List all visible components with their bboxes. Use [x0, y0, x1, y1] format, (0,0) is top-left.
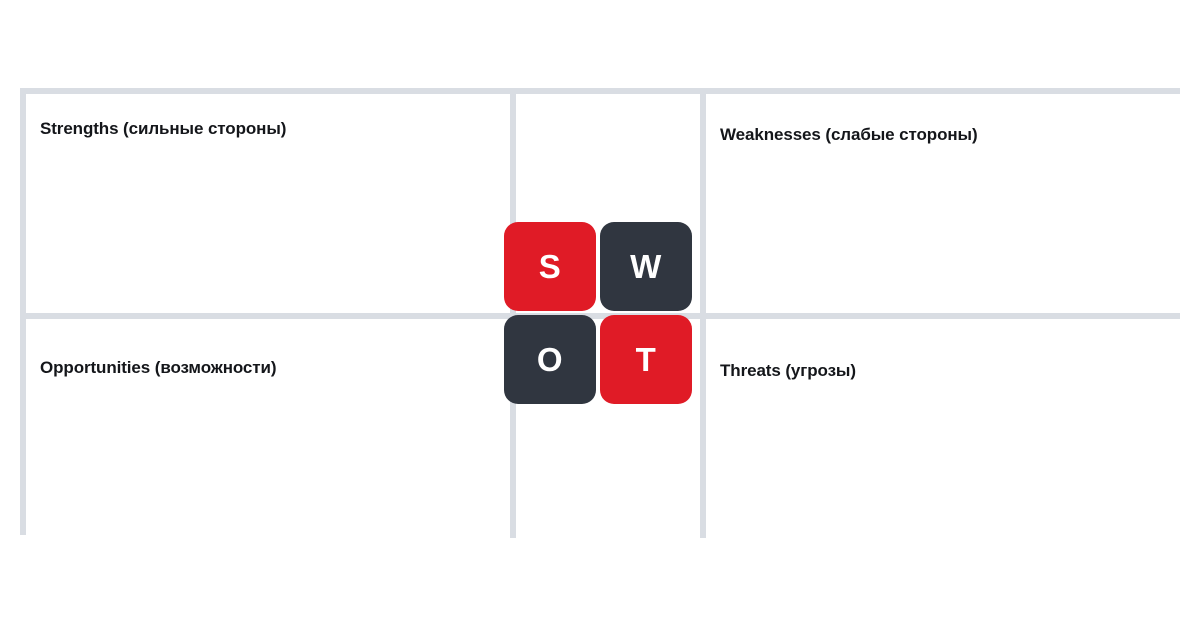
grid-cross-right: [700, 313, 706, 319]
swot-letter-tiles: S W O T: [504, 222, 692, 404]
quadrant-weaknesses[interactable]: Weaknesses (слабые стороны): [706, 94, 1180, 313]
grid-divider-vertical-right-lower: [700, 319, 706, 538]
letter-tile-o[interactable]: O: [504, 315, 596, 404]
quadrant-label-opportunities: Opportunities (возможности): [40, 358, 277, 377]
letter-tile-w[interactable]: W: [600, 222, 692, 311]
grid-divider-horizontal-right: [706, 313, 1180, 319]
quadrant-label-threats: Threats (угрозы): [720, 361, 856, 380]
letter-tile-t[interactable]: T: [600, 315, 692, 404]
quadrant-strengths[interactable]: Strengths (сильные стороны): [26, 94, 510, 313]
grid-divider-vertical-left: [510, 94, 516, 313]
quadrant-threats[interactable]: Threats (угрозы): [706, 319, 1180, 538]
grid-divider-horizontal-left: [26, 313, 510, 319]
quadrant-label-strengths: Strengths (сильные стороны): [40, 119, 287, 138]
grid-divider-vertical-left-lower: [510, 319, 516, 538]
letter-tile-s[interactable]: S: [504, 222, 596, 311]
quadrant-label-weaknesses: Weaknesses (слабые стороны): [720, 125, 978, 144]
grid-divider-vertical-right: [700, 94, 706, 313]
quadrant-opportunities[interactable]: Opportunities (возможности): [26, 319, 510, 538]
